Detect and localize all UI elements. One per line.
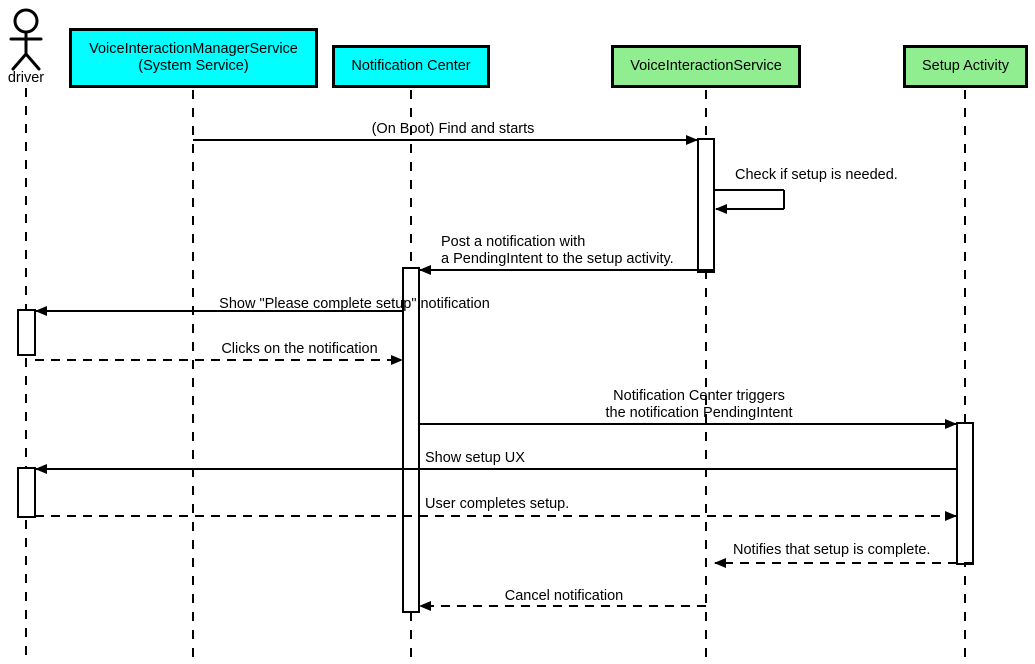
participant-header-notification-center[interactable]: Notification Center — [332, 45, 490, 88]
message-label-7: Show setup UX — [425, 450, 525, 466]
actor-driver-figure — [9, 8, 43, 71]
message-arrows — [35, 135, 973, 611]
actor-leg-right — [24, 52, 41, 71]
activation-driver-2 — [17, 467, 36, 518]
participant-header-voiceinteractionservice[interactable]: VoiceInteractionService — [611, 45, 801, 88]
activation-driver-1 — [17, 309, 36, 356]
participant-label-driver: driver — [7, 70, 45, 86]
message-label-8: User completes setup. — [425, 496, 570, 512]
activation-vis-1 — [697, 138, 715, 273]
activation-notification-center — [402, 267, 420, 613]
actor-leg-left — [11, 52, 28, 71]
participant-header-voiceinteractionmanagerservice[interactable]: VoiceInteractionManagerService (System S… — [69, 28, 318, 88]
message-label-3: Post a notification with a PendingIntent… — [441, 234, 674, 267]
participant-label-setup-activity: Setup Activity — [921, 58, 1010, 74]
activation-bars — [17, 138, 974, 613]
message-label-1: (On Boot) Find and starts — [371, 121, 535, 137]
message-label-2: Check if setup is needed. — [735, 167, 898, 183]
message-label-6: Notification Center triggers the notific… — [605, 388, 793, 421]
message-label-10: Cancel notification — [504, 588, 624, 604]
message-label-5: Clicks on the notification — [221, 341, 378, 357]
participant-header-setup-activity[interactable]: Setup Activity — [903, 45, 1028, 88]
participant-label-notification-center: Notification Center — [351, 58, 471, 74]
message-label-4: Show "Please complete setup" notificatio… — [219, 296, 490, 312]
message-arrow-2-self — [714, 189, 785, 214]
participant-label-vis: VoiceInteractionService — [630, 58, 782, 74]
actor-head-icon — [13, 8, 39, 34]
message-label-9: Notifies that setup is complete. — [733, 542, 931, 558]
participant-label-vims: VoiceInteractionManagerService (System S… — [89, 41, 298, 74]
